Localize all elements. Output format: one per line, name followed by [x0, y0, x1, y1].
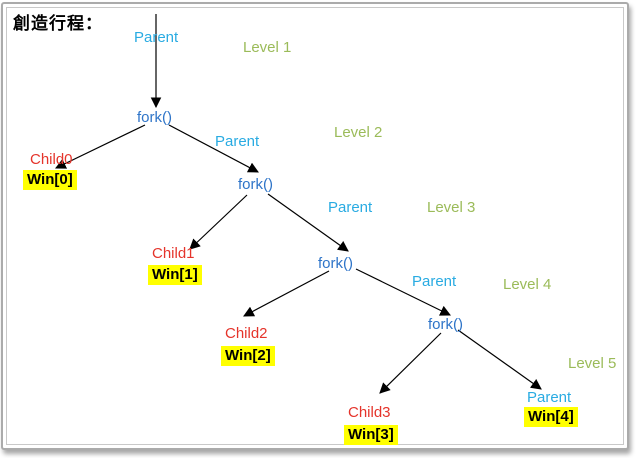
edge-fork3-to-fork4 — [355, 268, 451, 316]
node-fork-3: fork() — [318, 255, 353, 272]
win-label-4: Win[4] — [524, 407, 578, 427]
node-parent-level3: Parent — [328, 199, 373, 216]
node-fork-2: fork() — [238, 176, 273, 193]
win-label-1: Win[1] — [148, 265, 202, 285]
level-label-2: Level 2 — [334, 124, 383, 141]
edge-fork4-to-child3 — [379, 332, 442, 394]
edge-fork1-to-child0 — [55, 124, 146, 169]
level-label-3: Level 3 — [427, 199, 476, 216]
node-fork-1: fork() — [137, 109, 172, 126]
edge-fork1-to-fork2 — [168, 124, 259, 173]
level-label-1: Level 1 — [243, 39, 292, 56]
edge-fork4-to-parent5 — [457, 329, 542, 390]
win-label-0: Win[0] — [23, 170, 77, 190]
win-label-3: Win[3] — [344, 425, 398, 445]
level-label-4: Level 4 — [503, 276, 552, 293]
win-label-2: Win[2] — [221, 346, 275, 366]
node-child0: Child0 — [30, 151, 73, 168]
node-parent-level4: Parent — [412, 273, 457, 290]
page-title: 創造行程： — [13, 14, 103, 34]
image-frame — [1, 2, 629, 450]
node-fork-4: fork() — [428, 316, 463, 333]
edge-fork2-to-child1 — [189, 194, 248, 250]
node-parent-level2: Parent — [215, 133, 260, 150]
diagram-canvas — [6, 7, 624, 445]
node-child1: Child1 — [152, 245, 195, 262]
node-parent-level1: Parent — [134, 29, 179, 46]
level-label-5: Level 5 — [568, 355, 617, 372]
node-parent-level5: Parent — [527, 389, 572, 406]
edge-fork3-to-child2 — [243, 270, 330, 317]
node-child3: Child3 — [348, 404, 391, 421]
edge-fork2-to-fork3 — [267, 193, 349, 252]
node-child2: Child2 — [225, 325, 268, 342]
